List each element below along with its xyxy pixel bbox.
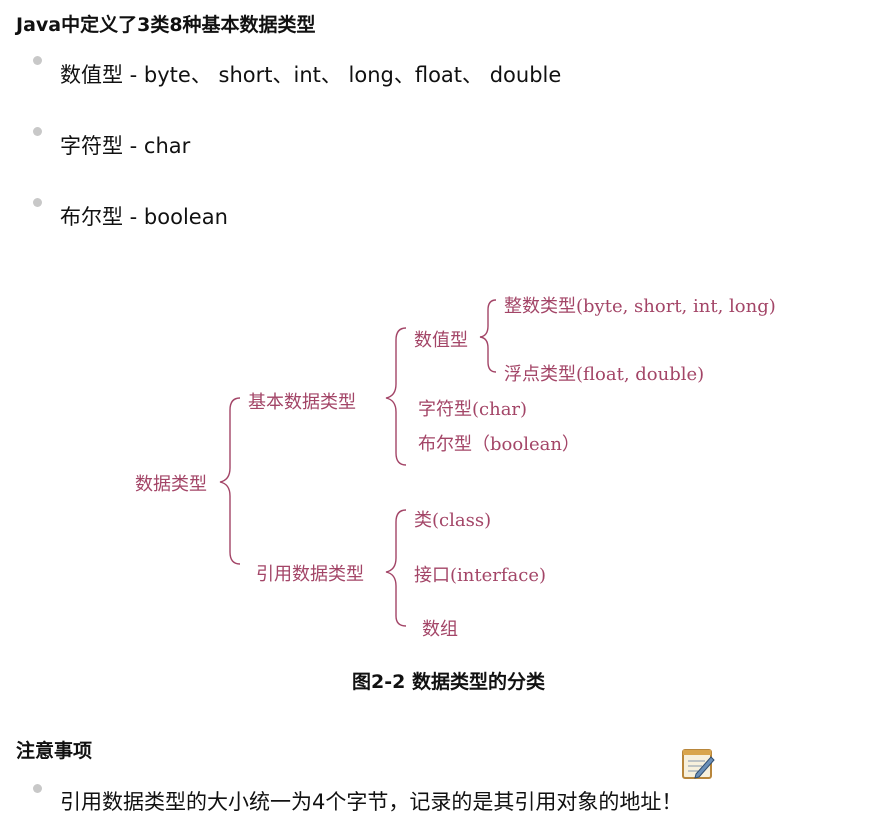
notepad-icon[interactable] xyxy=(680,746,716,780)
diagram-array-label: 数组 xyxy=(422,619,458,640)
bullet-dot xyxy=(33,127,42,136)
notes-heading: 注意事项 xyxy=(16,740,93,762)
diagram-float-label: 浮点类型(float, double) xyxy=(504,364,705,385)
numeric-brace xyxy=(479,299,497,373)
figure-caption: 图2-2 数据类型的分类 xyxy=(352,671,545,693)
diagram-integer-label: 整数类型(byte, short, int, long) xyxy=(504,296,776,317)
list-item: 布尔型 - boolean xyxy=(60,205,228,229)
list-item: 引用数据类型的大小统一为4个字节，记录的是其引用对象的地址！ xyxy=(60,790,683,814)
basic-brace xyxy=(385,327,407,466)
section-heading: Java中定义了3类8种基本数据类型 xyxy=(16,14,316,36)
list-item: 数值型 - byte、 short、int、 long、float、 doubl… xyxy=(60,63,562,87)
diagram-boolean-label: 布尔型（boolean） xyxy=(418,434,580,455)
reference-brace xyxy=(385,509,407,627)
diagram-char-label: 字符型(char) xyxy=(418,399,528,420)
diagram-root-label: 数据类型 xyxy=(135,474,207,495)
diagram-interface-label: 接口(interface) xyxy=(414,565,547,586)
diagram-reference-label: 引用数据类型 xyxy=(256,564,364,585)
root-brace xyxy=(219,397,241,565)
diagram-numeric-label: 数值型 xyxy=(414,330,468,351)
bullet-dot xyxy=(33,784,42,793)
list-item: 字符型 - char xyxy=(60,134,191,158)
diagram-class-label: 类(class) xyxy=(414,510,492,531)
diagram-basic-label: 基本数据类型 xyxy=(248,392,356,413)
bullet-dot xyxy=(33,56,42,65)
bullet-dot xyxy=(33,198,42,207)
